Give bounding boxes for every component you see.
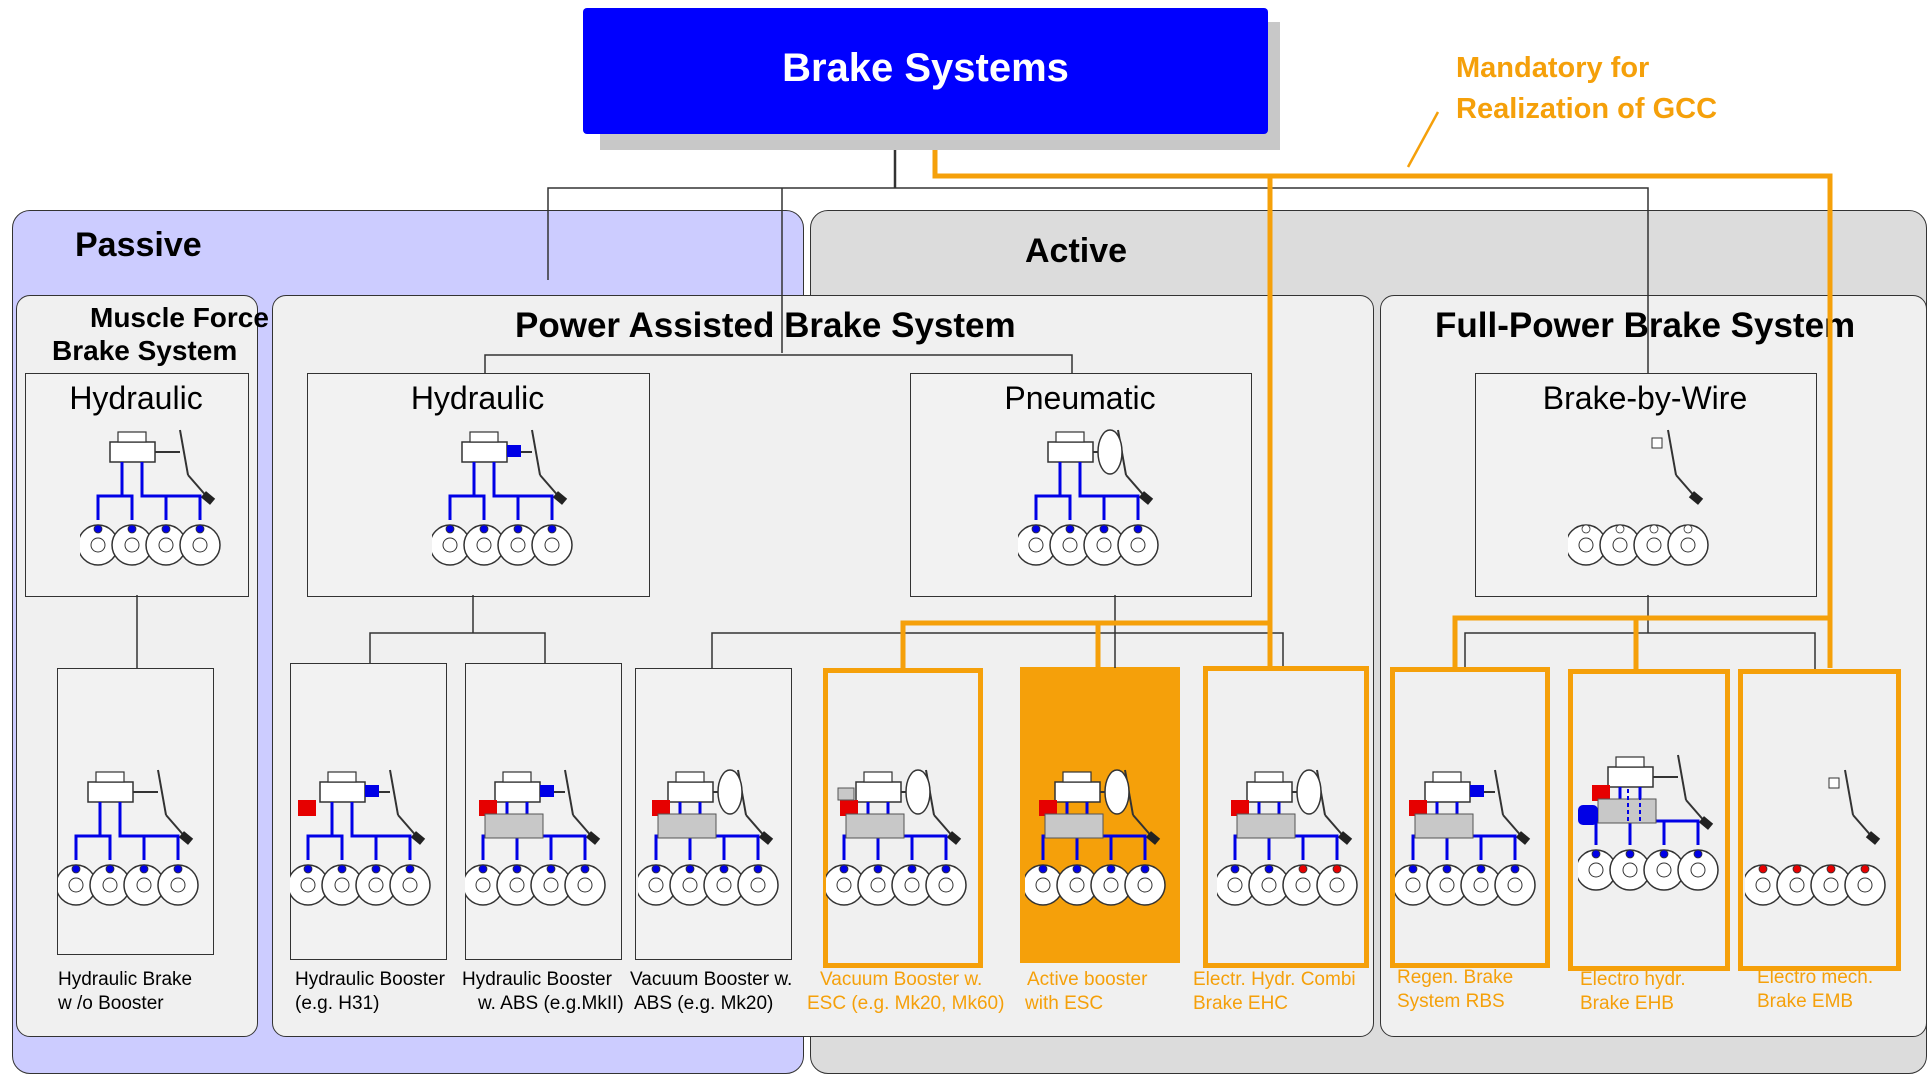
variant-box-ehc [1203, 666, 1369, 968]
icon-emb [1745, 769, 1886, 906]
icon-pab-pneumatic [1018, 429, 1159, 566]
full-power-title: Full-Power Brake System [1435, 306, 1856, 345]
caption-mkii-1: Hydraulic Booster [462, 969, 612, 990]
mandatory-note-1: Mandatory for [1456, 52, 1650, 84]
caption-mkii-2: w. ABS (e.g.MkII) [478, 993, 624, 1014]
mandatory-note-2: Realization of GCC [1456, 93, 1718, 125]
active-label: Active [1025, 232, 1128, 270]
icon-ehc [1217, 769, 1358, 906]
caption-emb-2: Brake EMB [1757, 991, 1854, 1012]
icon-h31 [290, 769, 431, 906]
caption-h31-2: (e.g. H31) [295, 993, 380, 1014]
pab-pneumatic-label: Pneumatic [1004, 380, 1156, 416]
caption-mk20-1: Vacuum Booster w. [630, 969, 793, 990]
variant-box-ehb [1568, 669, 1730, 971]
caption-no-booster-2: w /o Booster [58, 993, 164, 1014]
icon-pab-hydraulic [432, 429, 573, 566]
power-assisted-title: Power Assisted Brake System [515, 306, 1016, 345]
pab-hydraulic-label: Hydraulic [410, 380, 545, 416]
caption-mk20-2: ABS (e.g. Mk20) [634, 993, 774, 1014]
passive-label: Passive [75, 226, 202, 264]
icon-muscle-hydraulic [80, 429, 221, 566]
caption-emb-1: Electro mech. [1757, 967, 1874, 988]
icon-mk20 [638, 769, 779, 906]
brake-by-wire-label: Brake-by-Wire [1542, 380, 1748, 416]
icon-mkii [465, 769, 606, 906]
caption-ehc-1: Electr. Hydr. Combi [1193, 969, 1356, 990]
caption-active-booster-1: Active booster [1027, 969, 1148, 990]
icon-active-booster [1025, 769, 1166, 906]
variant-box-no-booster [57, 668, 214, 955]
caption-h31-1: Hydraulic Booster [295, 969, 445, 990]
caption-no-booster-1: Hydraulic Brake [58, 969, 193, 990]
muscle-force-title-1: Muscle Force [90, 302, 269, 333]
variant-box-rbs [1390, 667, 1550, 968]
variant-box-esc [823, 668, 983, 968]
icon-esc [826, 769, 967, 906]
caption-ehc-2: Brake EHC [1193, 993, 1289, 1014]
caption-esc-2: ESC (e.g. Mk20, Mk60) [807, 993, 1005, 1014]
muscle-hydraulic-label: Hydraulic [69, 380, 203, 416]
variant-box-emb [1738, 669, 1901, 971]
caption-rbs-1: Regen. Brake [1397, 967, 1514, 988]
caption-active-booster-2: with ESC [1025, 993, 1104, 1014]
icon-brake-by-wire [1568, 429, 1709, 566]
caption-ehb-1: Electro hydr. [1580, 969, 1686, 990]
icon-ehb [1578, 754, 1719, 891]
caption-rbs-2: System RBS [1397, 991, 1505, 1012]
icon-rbs [1395, 769, 1536, 906]
page-title: Brake Systems [782, 46, 1069, 90]
muscle-force-title-2: Brake System [52, 335, 238, 366]
variant-box-h31 [290, 663, 447, 960]
icon-no-booster [58, 769, 199, 906]
title-box [583, 8, 1268, 134]
caption-esc-1: Vacuum Booster w. [820, 969, 983, 990]
caption-ehb-2: Brake EHB [1580, 993, 1674, 1014]
